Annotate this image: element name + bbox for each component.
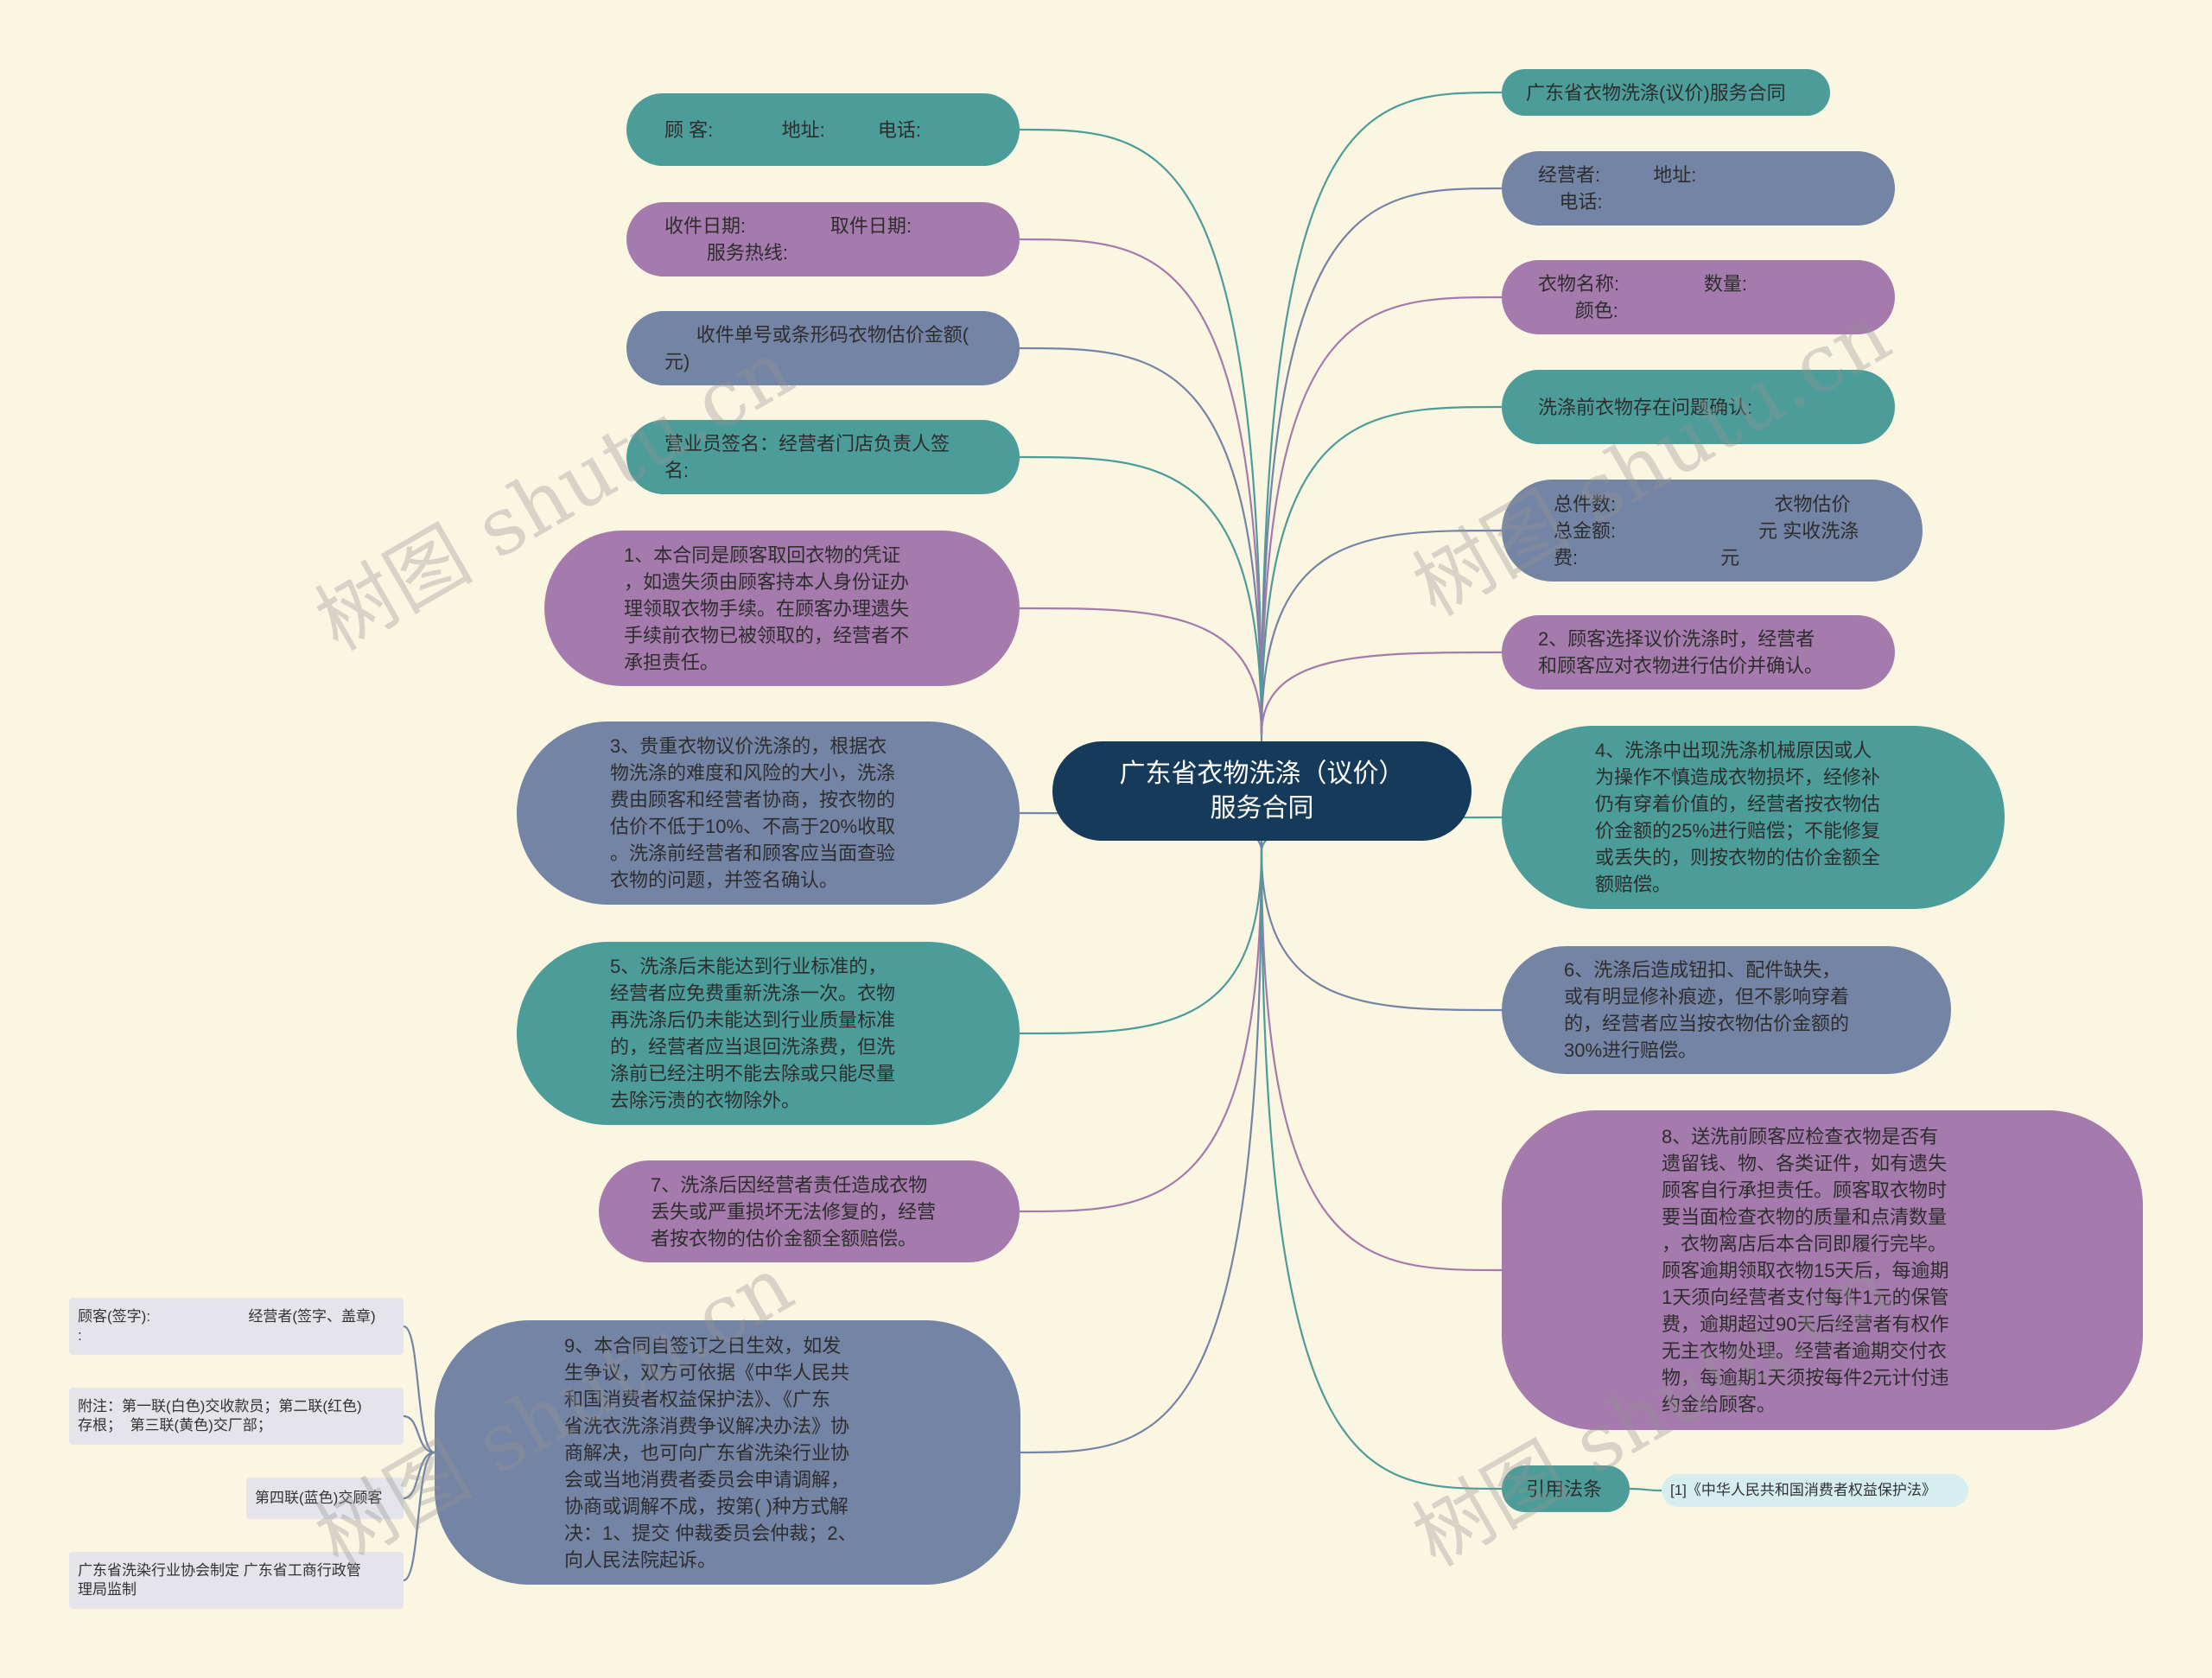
connector-L2 (1019, 238, 1263, 735)
topic-label: 6、洗涤后造成钮扣、配件缺失， 或有明显修补痕迹，但不影响穿着 的，经营者应当按… (1564, 959, 1850, 1061)
connector-C4 (403, 1451, 435, 1582)
reference-law-item[interactable]: [1]《中华人民共和国消费者权益保护法》 (1662, 1474, 1968, 1507)
left-topic-clause-1[interactable]: 1、本合同是顾客取回衣物的凭证 ，如遗失须由顾客持本人身份证办 理领取衣物手续。… (544, 531, 1020, 686)
right-topic-totals[interactable]: 总件数: 衣物估价 总金额: 元 实收洗涤 费: 元 (1502, 480, 1923, 582)
connector-C3 (403, 1451, 435, 1500)
topic-label: 8、送洗前顾客应检查衣物是否有 遗留钱、物、各类证件，如有遗失 顾客自行承担责任… (1662, 1125, 1949, 1415)
connector-L3 (1019, 346, 1263, 735)
connector-R10 (1260, 850, 1503, 1490)
topic-label: 3、贵重衣物议价洗涤的，根据衣 物洗涤的难度和风险的大小，洗涤 费由顾客和经营者… (610, 735, 896, 891)
connector-R1 (1260, 91, 1503, 735)
left-topic-clause-5[interactable]: 5、洗涤后未能达到行业标准的， 经营者应免费重新洗涤一次。衣物 再洗涤后仍未能达… (517, 942, 1020, 1125)
leaf-label: 第四联(蓝色)交顾客 (255, 1490, 383, 1506)
leaf-fourth-copy[interactable]: 第四联(蓝色)交顾客 (246, 1478, 404, 1519)
reference-label: [1]《中华人民共和国消费者权益保护法》 (1670, 1482, 1936, 1498)
right-topic-clause-6[interactable]: 6、洗涤后造成钮扣、配件缺失， 或有明显修补痕迹，但不影响穿着 的，经营者应当按… (1502, 946, 1951, 1074)
topic-label: 7、洗涤后因经营者责任造成衣物 丢失或严重损坏无法修复的，经营 者按衣物的估价金… (651, 1173, 937, 1249)
connector-R5 (1260, 529, 1503, 735)
left-topic-dates[interactable]: 收件日期: 取件日期: 服务热线: (626, 202, 1020, 276)
connector-R8 (1260, 850, 1503, 1012)
topic-label: 顾 客: 地址: 电话: (664, 118, 922, 141)
connector-C1 (403, 1325, 435, 1454)
topic-label: 9、本合同自签订之日生效，如发 生争议，双方可依据《中华人民共 和国消费者权益保… (564, 1334, 857, 1571)
connector-L9 (1020, 850, 1263, 1454)
right-topic-pre-wash-check[interactable]: 洗涤前衣物存在问题确认: (1502, 370, 1895, 444)
right-topic-clause-2[interactable]: 2、顾客选择议价洗涤时，经营者 和顾客应对衣物进行估价并确认。 (1502, 615, 1895, 690)
left-topic-clause-7[interactable]: 7、洗涤后因经营者责任造成衣物 丢失或严重损坏无法修复的，经营 者按衣物的估价金… (599, 1160, 1020, 1262)
topic-label: 1、本合同是顾客取回衣物的凭证 ，如遗失须由顾客持本人身份证办 理领取衣物手续。… (624, 543, 910, 673)
right-topic-operator-info[interactable]: 经营者: 地址: 电话: (1502, 151, 1895, 226)
connector-L5 (1019, 607, 1263, 735)
topic-label: 4、洗涤中出现洗涤机械原因或人 为操作不慎造成衣物损坏，经修补 仍有穿着价值的，… (1595, 740, 1881, 895)
left-topic-signatures[interactable]: 营业员签名：经营者门店负责人签 名: (626, 420, 1020, 494)
topic-label: 洗涤前衣物存在问题确认: (1538, 396, 1753, 418)
topic-label: 广东省衣物洗涤(议价)服务合同 (1526, 81, 1786, 104)
connector-R4 (1260, 405, 1503, 735)
right-topic-cited-law[interactable]: 引用法条 (1502, 1465, 1630, 1512)
topic-label: 总件数: 衣物估价 总金额: 元 实收洗涤 费: 元 (1554, 493, 1859, 569)
leaf-label: 顾客(签字): 经营者(签字、盖章) : (78, 1308, 376, 1344)
connector-L8 (1019, 850, 1263, 1213)
leaf-label: 广东省洗染行业协会制定 广东省工商行政管 理局监制 (78, 1562, 361, 1598)
topic-label: 收件日期: 取件日期: 服务热线: (664, 215, 912, 264)
connector-L7 (1019, 850, 1263, 1035)
topic-label: 5、洗涤后未能达到行业标准的， 经营者应免费重新洗涤一次。衣物 再洗涤后仍未能达… (610, 956, 896, 1111)
connector-L1 (1019, 128, 1263, 735)
topic-label: 2、顾客选择议价洗涤时，经营者 和顾客应对衣物进行估价并确认。 (1538, 628, 1824, 677)
connector-R2 (1260, 187, 1503, 735)
connector-R9 (1260, 850, 1503, 1272)
left-topic-customer-info[interactable]: 顾 客: 地址: 电话: (626, 93, 1020, 166)
connector-R3 (1260, 296, 1503, 735)
connector-L4 (1019, 455, 1263, 735)
connector-REF (1629, 1487, 1662, 1492)
topic-label: 衣物名称: 数量: 颜色: (1538, 273, 1748, 321)
connector-R6 (1260, 651, 1503, 735)
leaf-issuer[interactable]: 广东省洗染行业协会制定 广东省工商行政管 理局监制 (69, 1552, 404, 1609)
topic-label: 营业员签名：经营者门店负责人签 名: (664, 433, 950, 481)
right-topic-contract-title[interactable]: 广东省衣物洗涤(议价)服务合同 (1502, 69, 1830, 116)
leaf-label: 附注：第一联(白色)交收款员；第二联(红色) 存根； 第三联(黄色)交厂部； (78, 1398, 362, 1433)
right-topic-clause-8[interactable]: 8、送洗前顾客应检查衣物是否有 遗留钱、物、各类证件，如有遗失 顾客自行承担责任… (1502, 1110, 2143, 1430)
right-topic-clause-4[interactable]: 4、洗涤中出现洗涤机械原因或人 为操作不慎造成衣物损坏，经修补 仍有穿着价值的，… (1502, 726, 2005, 909)
topic-label: 收件单号或条形码衣物估价金额( 元) (664, 324, 969, 372)
right-topic-garment-info[interactable]: 衣物名称: 数量: 颜色: (1502, 260, 1895, 334)
center-topic-label: 广东省衣物洗涤（议价） 服务合同 (1119, 759, 1405, 823)
left-topic-clause-3[interactable]: 3、贵重衣物议价洗涤的，根据衣 物洗涤的难度和风险的大小，洗涤 费由顾客和经营者… (517, 721, 1020, 905)
center-topic[interactable]: 广东省衣物洗涤（议价） 服务合同 (1052, 741, 1471, 841)
left-topic-clause-9[interactable]: 9、本合同自签订之日生效，如发 生争议，双方可依据《中华人民共 和国消费者权益保… (435, 1320, 1020, 1585)
topic-label: 经营者: 地址: 电话: (1538, 164, 1697, 213)
connector-C2 (403, 1414, 435, 1454)
leaf-signatures[interactable]: 顾客(签字): 经营者(签字、盖章) : (69, 1298, 404, 1355)
topic-label: 引用法条 (1526, 1478, 1603, 1500)
left-topic-receipt-number[interactable]: 收件单号或条形码衣物估价金额( 元) (626, 311, 1020, 385)
leaf-copy-notes[interactable]: 附注：第一联(白色)交收款员；第二联(红色) 存根； 第三联(黄色)交厂部； (69, 1388, 404, 1445)
